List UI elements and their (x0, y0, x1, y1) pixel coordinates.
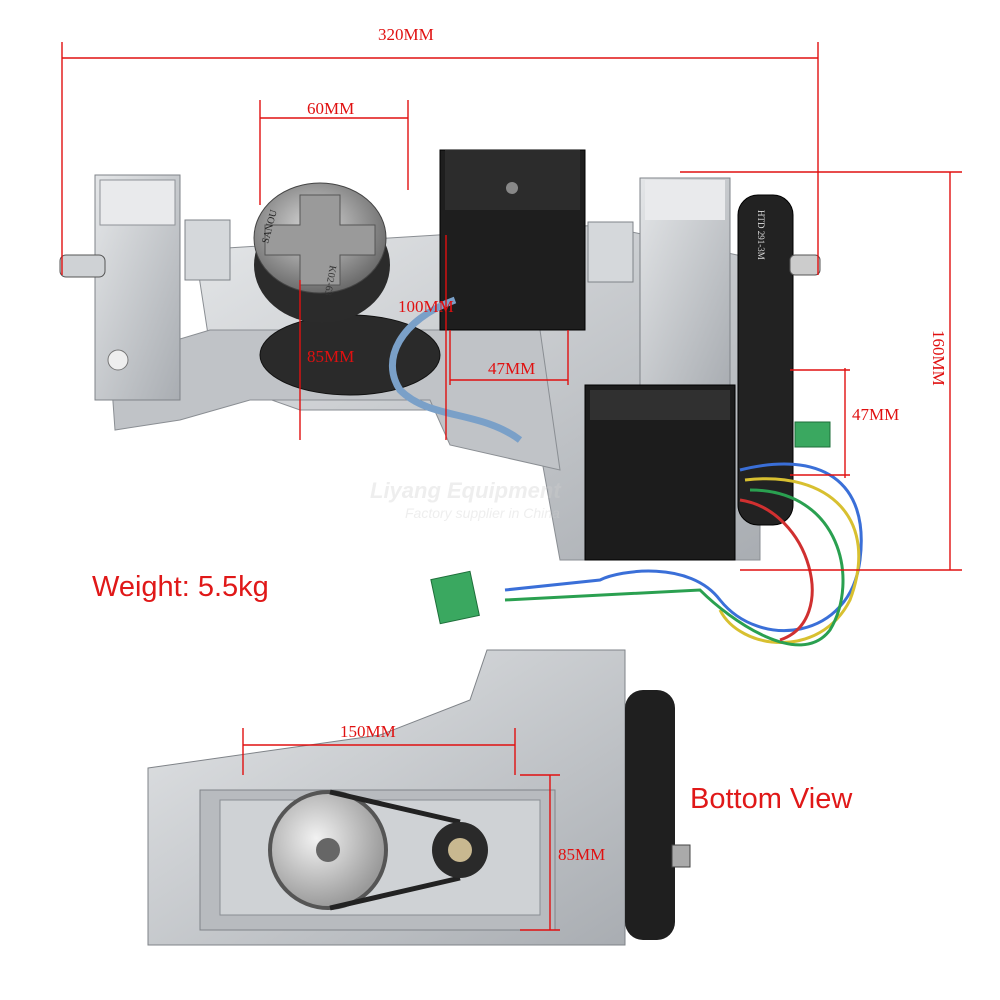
dimension-line-overall-height (680, 171, 962, 571)
large-pulley-hub (316, 838, 340, 862)
motor-wire-blue (504, 462, 863, 632)
motor-wire-yellow (718, 477, 861, 644)
dimension-line-overall-length (61, 42, 819, 275)
watermark-line2: Factory supplier in China (405, 505, 560, 521)
dimension-line-bottom-hole-height (520, 774, 560, 931)
terminal-connector-cable (430, 570, 480, 625)
terminal-connector-side (794, 421, 831, 448)
belt-marking: HTD 291-3M (756, 210, 766, 260)
shaft-collar-right (587, 221, 634, 283)
dimension-bottom-hole-spacing: 150MM (340, 722, 396, 741)
chuck-model-marking: K02-63 (322, 264, 338, 296)
tailstock-bolt (107, 349, 129, 371)
motor-wire-green (504, 488, 845, 647)
dimension-chuck-diameter: 60MM (307, 99, 354, 118)
spiral-cable (388, 296, 523, 443)
headstock-shaft-nut (789, 254, 821, 276)
motor-wire-red (739, 498, 814, 642)
dimension-bottom-hole-height: 85MM (558, 845, 605, 864)
watermark: Liyang Equipment Factory supplier in Chi… (370, 478, 562, 521)
rotary-axis-assembly: SANOU K02-63 HTD 291-3M (59, 149, 863, 647)
weight-label: Weight: 5.5kg (92, 571, 269, 603)
shaft-collar-left (184, 219, 231, 281)
small-pulley-hub (448, 838, 472, 862)
motor-mount-hole (506, 182, 518, 194)
timing-belt-side (737, 194, 794, 526)
dimension-pulley-height: 85MM (307, 347, 354, 366)
dimension-center-height: 100MM (398, 297, 454, 316)
dimension-line-bottom-hole-spacing (242, 728, 516, 775)
side-shaft-nut (671, 844, 691, 868)
dimension-overall-length: 320MM (378, 25, 434, 44)
stepper-motor-side-cap (590, 390, 730, 420)
side-belt-housing (625, 690, 675, 940)
timing-belt-bottom (329, 789, 461, 911)
dimension-motor-width-top: 47MM (488, 359, 535, 378)
dimension-motor-width-side: 47MM (852, 405, 899, 424)
watermark-line1: Liyang Equipment (370, 478, 562, 503)
tailstock-center (59, 254, 106, 278)
headstock-top (645, 180, 725, 220)
dimension-lines (61, 42, 962, 931)
dimension-overall-height: 160MM (929, 330, 948, 386)
bottom-view-label: Bottom View (690, 783, 853, 815)
chuck-jaws (264, 194, 376, 286)
bottom-view-assembly (147, 649, 691, 946)
dimension-line-motor-width-side (790, 368, 850, 478)
tailstock-top (99, 179, 176, 226)
dimension-line-motor-width-top (449, 330, 569, 385)
dimension-line-chuck-diameter (259, 100, 409, 205)
stepper-motor-top-cap (445, 150, 580, 210)
